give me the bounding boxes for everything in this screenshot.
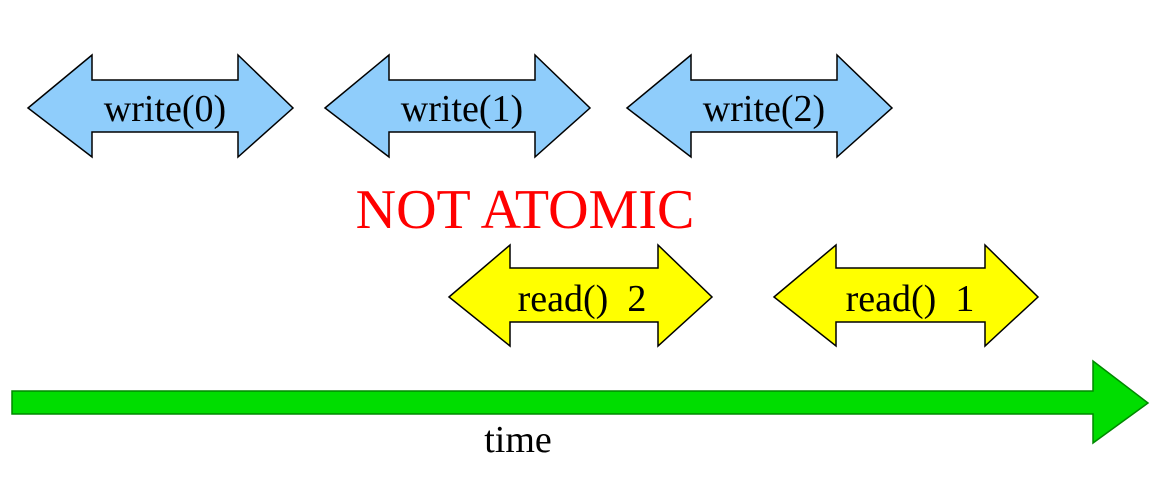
read-2-interval: read() 2 bbox=[447, 243, 714, 348]
write-1-label: write(1) bbox=[401, 88, 523, 130]
read-2-label: read() 2 bbox=[518, 278, 647, 320]
write-1-interval: write(1) bbox=[323, 53, 592, 159]
not-atomic-headline: NOT ATOMIC bbox=[356, 179, 695, 241]
write-1-double-arrow bbox=[323, 53, 592, 159]
write-2-interval: write(2) bbox=[625, 53, 894, 159]
write-0-double-arrow bbox=[26, 53, 295, 159]
timeline-arrow bbox=[11, 359, 1150, 445]
write-2-label: write(2) bbox=[703, 88, 825, 130]
read-1-label: read() 1 bbox=[846, 278, 975, 320]
read-1-double-arrow bbox=[772, 243, 1040, 348]
write-2-double-arrow bbox=[625, 53, 894, 159]
read-2-double-arrow bbox=[447, 243, 714, 348]
write-0-label: write(0) bbox=[104, 88, 226, 130]
write-0-interval: write(0) bbox=[26, 53, 295, 159]
read-1-interval: read() 1 bbox=[772, 243, 1040, 348]
timeline: time bbox=[11, 359, 1150, 461]
time-axis-label: time bbox=[484, 419, 552, 461]
